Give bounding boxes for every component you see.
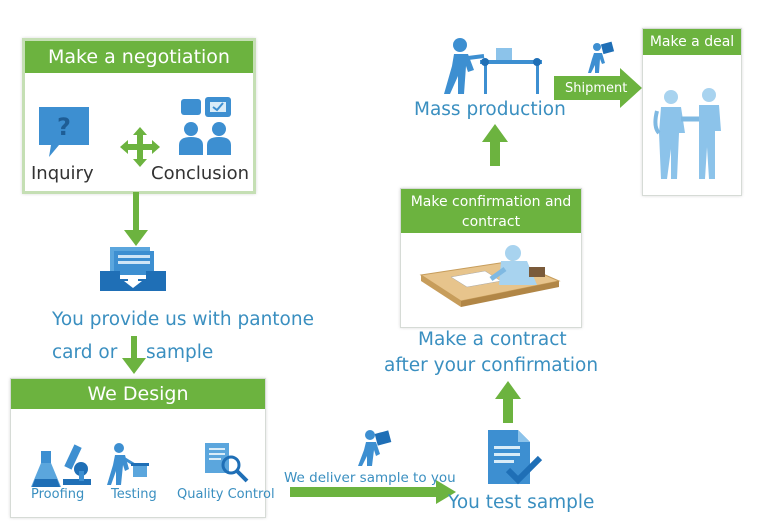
conclusion-label: Conclusion xyxy=(151,163,250,184)
lab-flask-icon xyxy=(31,451,61,487)
provide-text-sample: sample xyxy=(146,342,214,363)
contract-header: Make confirmation and contract xyxy=(401,189,581,233)
deliver-arrow xyxy=(290,480,456,504)
testing-label: Testing xyxy=(111,487,157,502)
up-arrow-contract xyxy=(482,124,508,166)
design-panel: We Design Proofing Testing Quality Contr… xyxy=(10,378,275,518)
proofing-label: Proofing xyxy=(31,487,85,502)
test-label: You test sample xyxy=(448,492,595,513)
negotiation-panel: Make a negotiation ? Inquiry Conclusion xyxy=(22,38,256,194)
deal-header: Make a deal xyxy=(643,29,741,55)
contract-header-line1: Make confirmation and xyxy=(410,194,572,210)
inquiry-label: Inquiry xyxy=(31,163,94,184)
factory-worker-icon xyxy=(444,38,542,94)
microscope-icon xyxy=(63,444,91,485)
handshake-icon xyxy=(653,88,721,179)
svg-text:?: ? xyxy=(57,113,71,141)
delivery-man-icon xyxy=(588,41,615,73)
checked-document-icon xyxy=(488,430,543,485)
cross-arrows-icon xyxy=(120,127,160,167)
document-tray-icon xyxy=(100,247,166,291)
contract-signing-icon xyxy=(419,245,561,307)
question-speech-icon: ? xyxy=(39,107,89,157)
provide-text-card-or: card or xyxy=(52,342,118,363)
deal-panel: Make a deal xyxy=(642,28,742,196)
contract-header-line2: contract xyxy=(461,214,521,230)
contract-caption-line1: Make a contract xyxy=(418,329,567,350)
delivery-man-icon xyxy=(358,430,392,466)
shipment-arrow xyxy=(554,68,642,108)
deliver-label: We deliver sample to you xyxy=(284,470,456,486)
down-arrow-provide xyxy=(122,336,146,374)
provide-text-line1: You provide us with pantone xyxy=(52,309,314,330)
magnifier-document-icon xyxy=(205,443,249,483)
mass-production-label: Mass production xyxy=(414,99,566,120)
worker-icon xyxy=(107,443,149,485)
contract-caption-line2: after your confirmation xyxy=(384,355,599,376)
quality-label: Quality Control xyxy=(177,487,275,502)
shipment-label: Shipment xyxy=(565,81,628,96)
design-header: We Design xyxy=(11,379,265,409)
down-arrow-negotiation xyxy=(124,192,148,246)
up-arrow-test xyxy=(495,381,521,423)
contract-panel: Make confirmation and contract xyxy=(400,188,582,328)
people-discussion-icon xyxy=(179,97,231,155)
negotiation-header: Make a negotiation xyxy=(25,41,253,73)
